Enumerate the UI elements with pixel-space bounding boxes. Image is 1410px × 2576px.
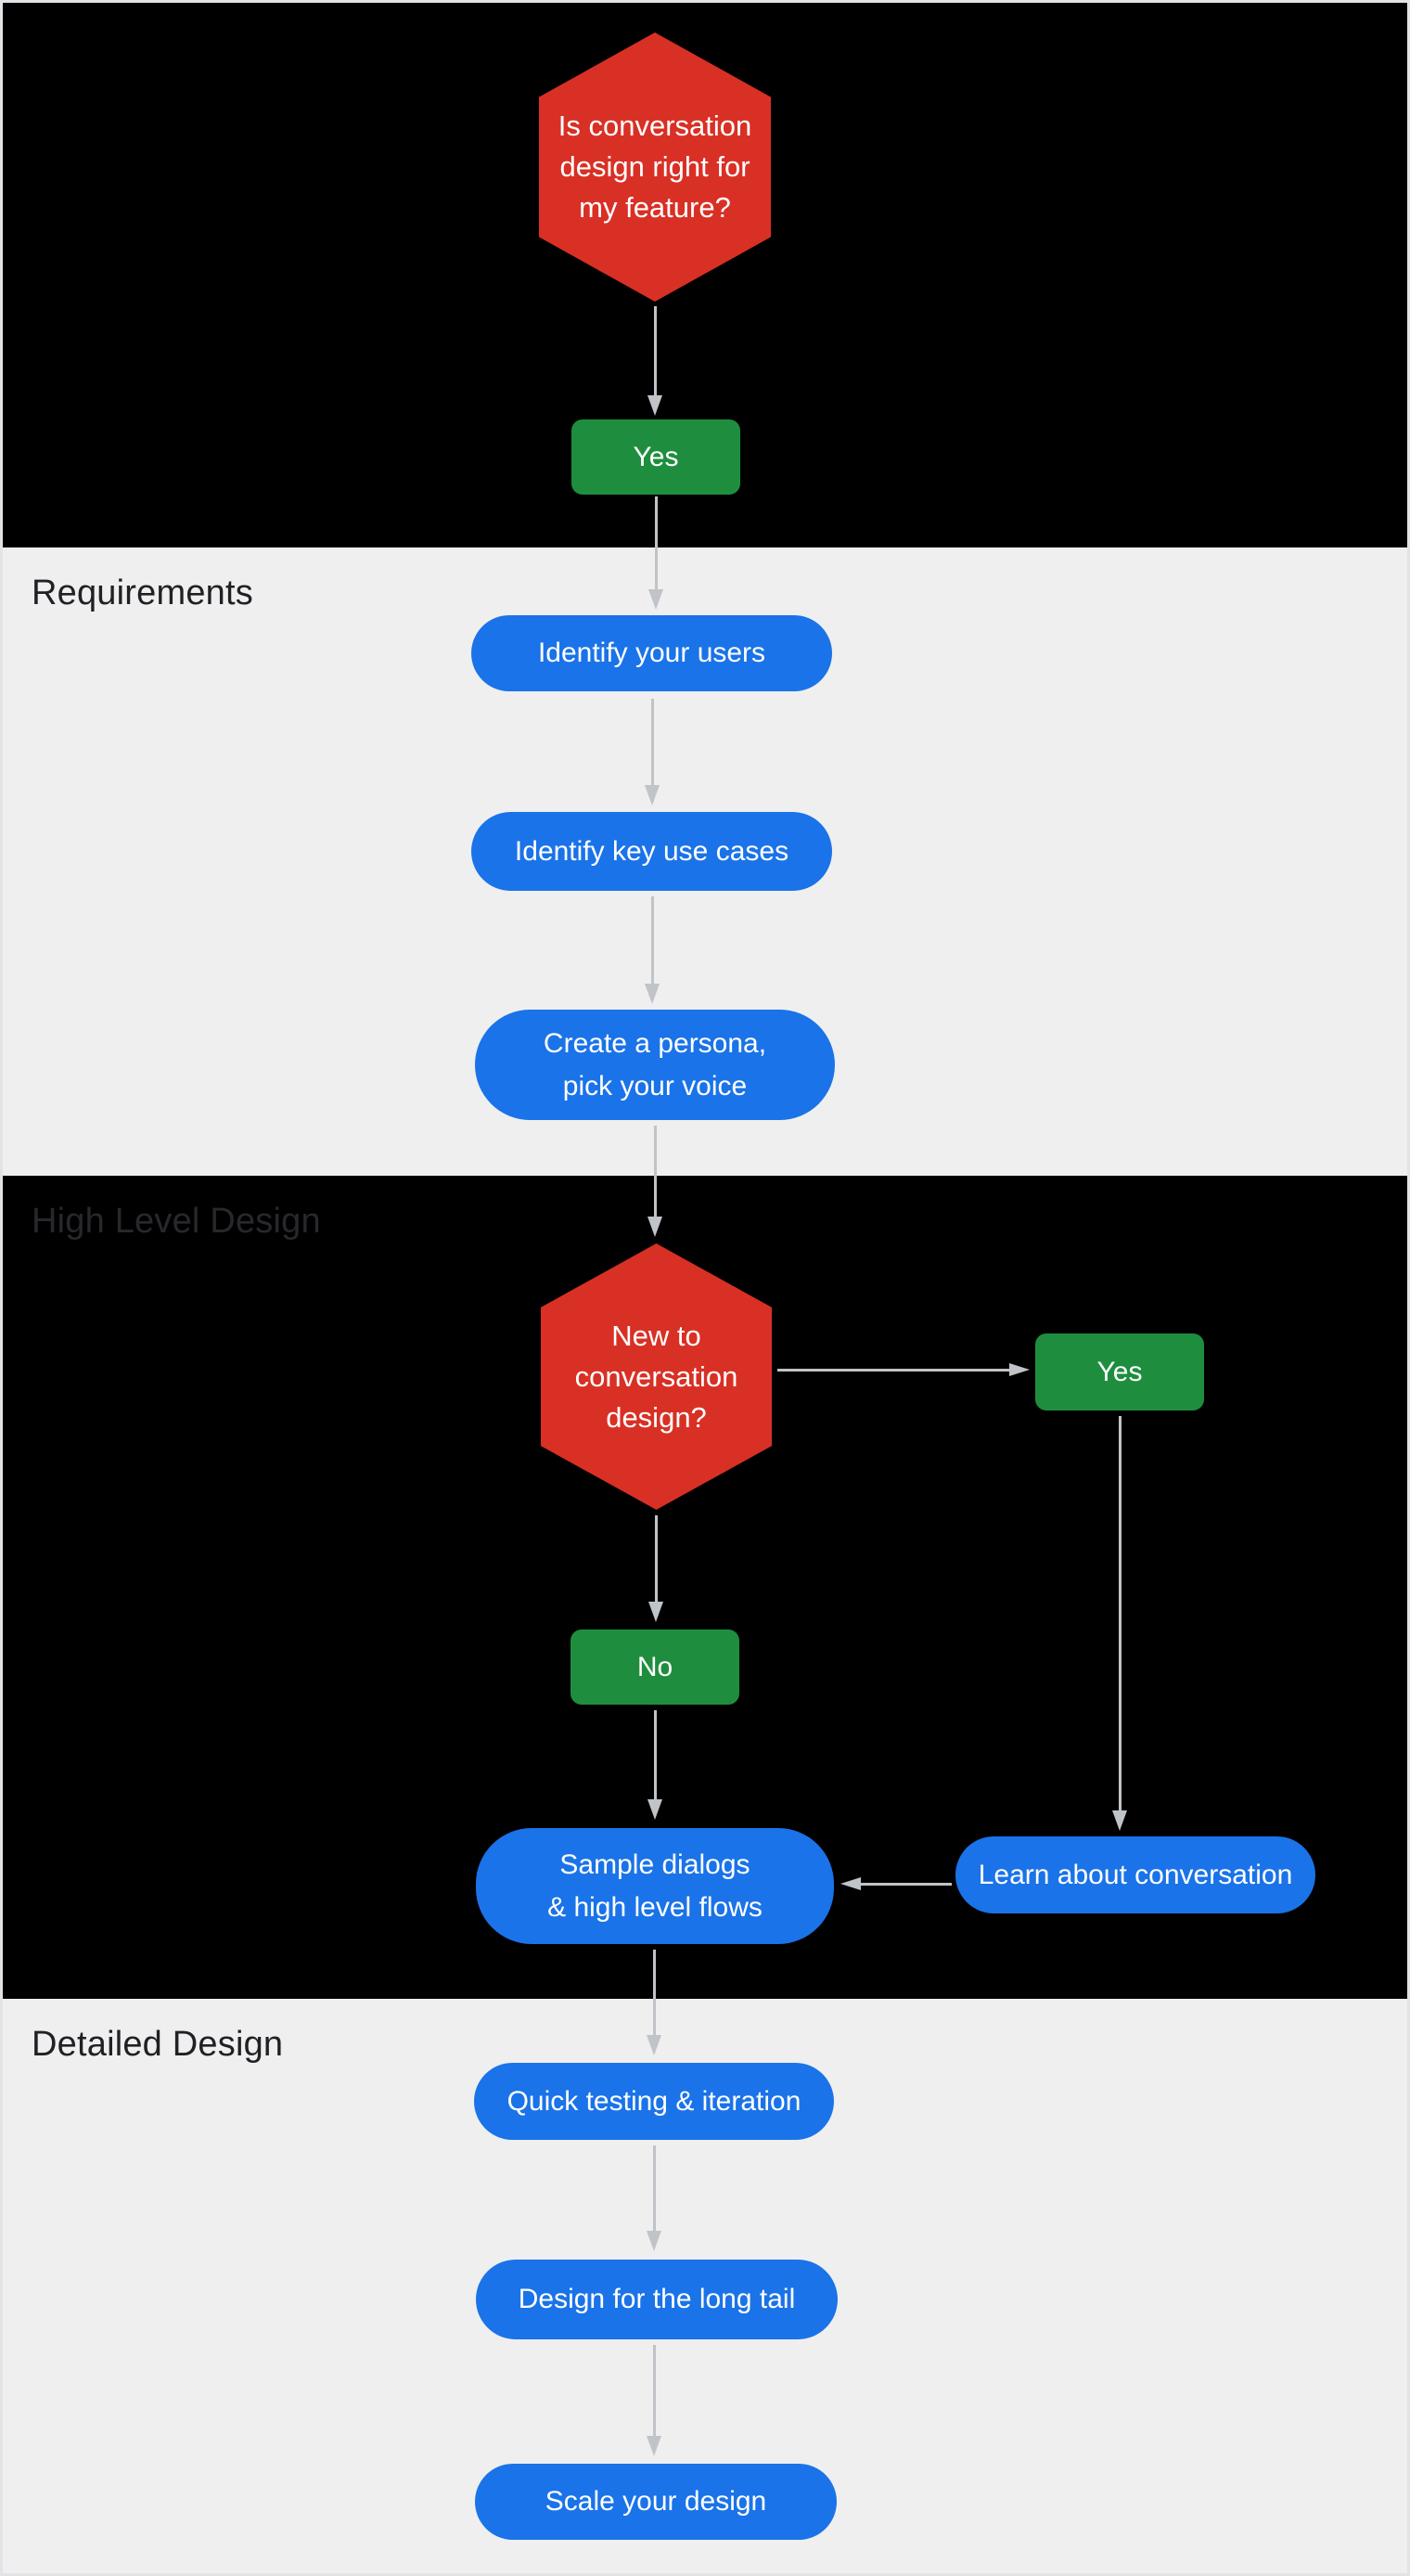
arrow-no-to-sample-dialogs	[647, 1710, 662, 1820]
yes-button-feature-fit[interactable]: Yes	[571, 419, 740, 495]
decision-node-new-to-conversation-design-text: New to conversation design?	[574, 1319, 738, 1434]
arrow-identify-users-to-use-cases	[645, 699, 660, 805]
step-learn-about-conversation[interactable]: Learn about conversation	[955, 1836, 1315, 1913]
decision-node-feature-fit: Is conversation design right for my feat…	[539, 32, 771, 302]
arrow-yes-to-identify-users	[648, 496, 663, 610]
step-sample-dialogs-high-level-flows-text: Sample dialogs & high level flows	[547, 1848, 763, 1923]
section-label-requirements: Requirements	[32, 573, 253, 612]
arrow-persona-to-new-hex	[647, 1126, 662, 1237]
arrow-yes-to-learn-conversation	[1112, 1416, 1127, 1831]
arrow-use-cases-to-persona	[645, 896, 660, 1004]
step-identify-key-use-cases[interactable]: Identify key use cases	[471, 812, 832, 891]
arrow-new-hex-to-yes	[777, 1363, 1030, 1376]
section-label-detailed-design: Detailed Design	[32, 2025, 284, 2064]
arrow-long-tail-to-scale	[647, 2345, 661, 2456]
decision-node-feature-fit-text: Is conversation design right for my feat…	[558, 109, 752, 224]
step-sample-dialogs-high-level-flows[interactable]: Sample dialogs & high level flows	[476, 1828, 834, 1944]
no-button-new-to-design[interactable]: No	[570, 1629, 739, 1705]
step-quick-testing-iteration[interactable]: Quick testing & iteration	[474, 2063, 834, 2140]
step-create-persona-pick-voice-text: Create a persona, pick your voice	[543, 1027, 767, 1101]
step-scale-your-design[interactable]: Scale your design	[475, 2464, 837, 2540]
arrow-new-hex-to-no	[648, 1515, 663, 1622]
yes-button-new-to-design[interactable]: Yes	[1035, 1333, 1204, 1410]
decision-node-new-to-conversation-design: New to conversation design?	[541, 1243, 772, 1510]
step-design-for-long-tail[interactable]: Design for the long tail	[476, 2260, 838, 2339]
step-identify-your-users[interactable]: Identify your users	[471, 615, 832, 691]
arrow-learn-to-sample-dialogs	[840, 1877, 952, 1890]
arrow-quick-testing-to-long-tail	[647, 2145, 661, 2251]
arrow-sample-dialogs-to-quick-testing	[647, 1950, 661, 2055]
step-create-persona-pick-voice[interactable]: Create a persona, pick your voice	[475, 1010, 835, 1120]
arrow-feature-hex-to-yes	[647, 306, 662, 416]
section-label-high-level-design: High Level Design	[32, 1202, 321, 1241]
